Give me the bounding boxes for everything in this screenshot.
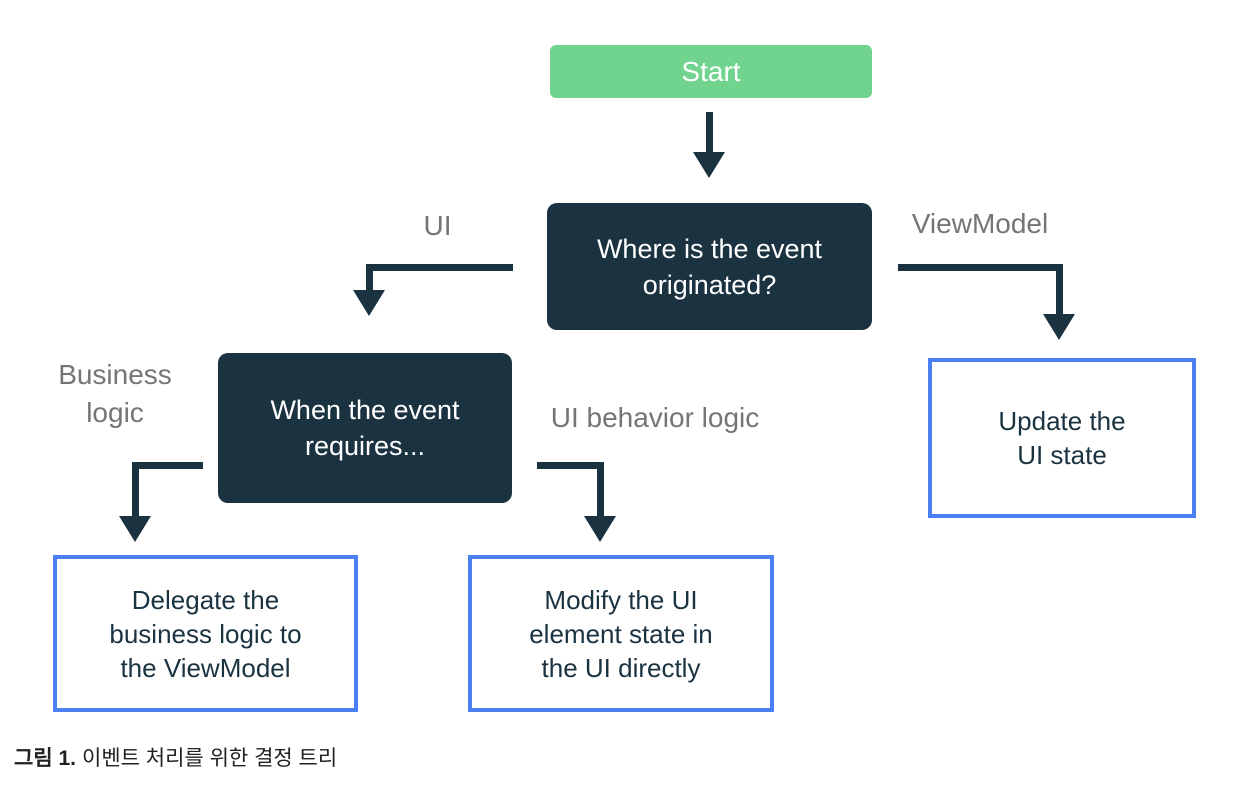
arrow-line [1056, 264, 1063, 314]
arrow-line [132, 462, 203, 469]
edge-label-viewmodel: ViewModel [911, 208, 1049, 239]
delegate-business-logic-node: Delegate the business logic to the ViewM… [53, 555, 358, 712]
delegate-line1: Delegate the [131, 584, 280, 615]
start-node-label: Start [681, 55, 741, 87]
delegate-line3: the ViewModel [120, 652, 291, 683]
requires-question-line2: requires... [304, 431, 426, 461]
origin-question-line2: originated? [642, 269, 777, 300]
figure-caption: 그림 1. 이벤트 처리를 위한 결정 트리 [14, 742, 337, 772]
modify-ui-directly-node: Modify the UI element state in the UI di… [468, 555, 774, 712]
arrow-line [132, 462, 139, 516]
origin-question-line1: Where is the event [596, 233, 823, 264]
arrow-line [706, 112, 713, 152]
arrowhead-down-icon [119, 516, 151, 542]
requires-question-line1: When the event [270, 395, 460, 425]
requires-question-node: When the event requires... [218, 353, 512, 503]
update-ui-state-line1: Update the [998, 406, 1126, 436]
figure-caption-text: 이벤트 처리를 위한 결정 트리 [82, 747, 338, 770]
edge-label-business-logic-line1: Business [58, 359, 172, 390]
arrow-line [537, 462, 604, 469]
update-ui-state-node: Update the UI state [928, 358, 1196, 518]
modify-line1: Modify the UI [544, 584, 698, 615]
arrow-line [597, 462, 604, 516]
edge-label-business-logic-line2: logic [86, 397, 144, 428]
arrow-line [366, 264, 513, 271]
arrow-line [366, 264, 373, 290]
delegate-line2: business logic to [109, 618, 302, 649]
figure-caption-label: 그림 1. [14, 747, 76, 770]
arrowhead-down-icon [584, 516, 616, 542]
edge-label-ui: UI [423, 210, 452, 241]
start-node: Start [550, 45, 872, 98]
arrowhead-down-icon [1043, 314, 1075, 340]
origin-question-node: Where is the event originated? [547, 203, 872, 330]
arrowhead-down-icon [693, 152, 725, 178]
arrow-line [898, 264, 1063, 271]
arrowhead-down-icon [353, 290, 385, 316]
edge-label-business-logic: Business logic [35, 356, 195, 432]
update-ui-state-line2: UI state [1017, 440, 1107, 470]
modify-line2: element state in [529, 618, 713, 649]
modify-line3: the UI directly [541, 652, 701, 683]
edge-label-ui-behavior-logic: UI behavior logic [550, 402, 760, 433]
